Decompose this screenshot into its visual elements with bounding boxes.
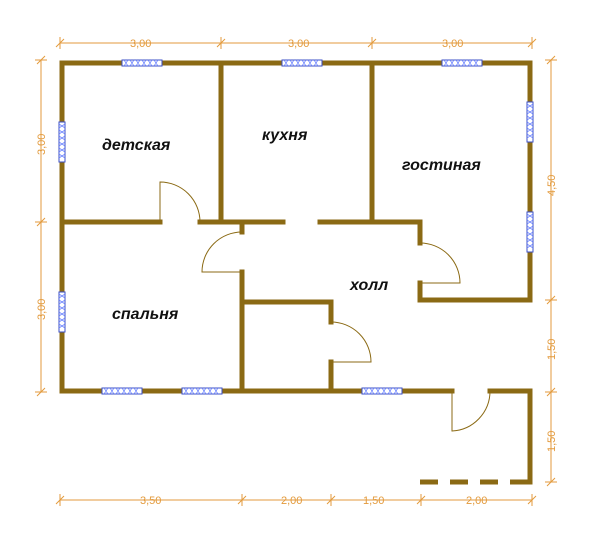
- dim-left-2: 3,00: [36, 299, 48, 320]
- window-bottom-3: [361, 387, 403, 395]
- door-entrance: [451, 390, 491, 432]
- window-top-2: [281, 59, 323, 67]
- window-top-1: [121, 59, 163, 67]
- dim-bottom-4: 2,00: [466, 495, 487, 507]
- room-label-kitchen: кухня: [262, 127, 308, 144]
- window-left-2: [58, 291, 66, 333]
- doors: [159, 181, 491, 432]
- room-label-hall: холл: [349, 277, 388, 294]
- dim-right-2: 1,50: [546, 339, 558, 360]
- door-living-room: [419, 242, 461, 284]
- dim-right-1: 4,50: [546, 175, 558, 196]
- dimension-left: 3,00 3,00: [35, 55, 48, 397]
- dimension-right: 4,50 1,50 1,50: [545, 55, 558, 487]
- dim-top-3: 3,00: [442, 38, 463, 50]
- window-top-3: [441, 59, 483, 67]
- dimension-top: 3,00 3,00 3,00: [55, 37, 537, 50]
- dim-bottom-2: 2,00: [281, 495, 302, 507]
- room-label-living: гостиная: [402, 157, 481, 174]
- dim-top-1: 3,00: [130, 38, 151, 50]
- door-bedroom: [201, 231, 243, 273]
- room-label-children: детская: [102, 137, 171, 154]
- dimension-bottom: 3,50 2,00 1,50 2,00: [55, 494, 537, 507]
- dim-bottom-3: 1,50: [363, 495, 384, 507]
- window-left-1: [58, 121, 66, 163]
- window-bottom-2: [181, 387, 223, 395]
- door-bathroom: [330, 321, 372, 363]
- window-bottom-1: [101, 387, 143, 395]
- window-right-1: [526, 101, 534, 143]
- dim-right-3: 1,50: [546, 431, 558, 452]
- walls: [59, 60, 533, 485]
- room-labels: детская кухня гостиная холл спальня: [102, 127, 481, 323]
- window-right-2: [526, 211, 534, 253]
- dim-left-1: 3,00: [36, 134, 48, 155]
- door-children-room: [159, 181, 201, 223]
- dim-top-2: 3,00: [288, 38, 309, 50]
- dim-bottom-1: 3,50: [140, 495, 161, 507]
- windows: [58, 59, 534, 395]
- room-label-bedroom: спальня: [112, 306, 179, 323]
